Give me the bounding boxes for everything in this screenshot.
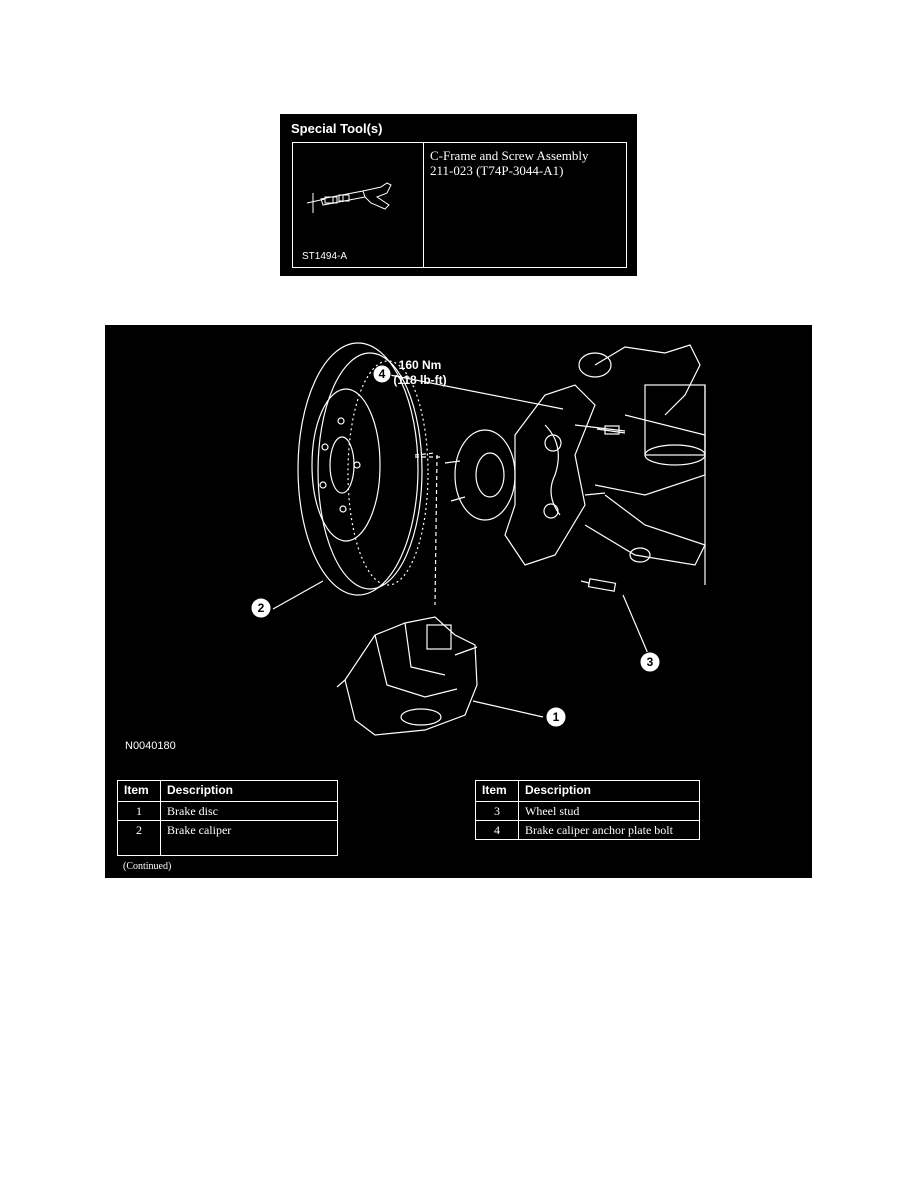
brake-disc-drawing [297, 342, 429, 596]
legend-item-description: Brake caliper anchor plate bolt [518, 820, 700, 840]
special-tool-panel: Special Tool(s) ST1494-A C-Frame and Scr… [280, 114, 637, 276]
svg-text:3: 3 [647, 655, 654, 669]
torque-metric: 160 Nm [399, 358, 442, 372]
legend-item-description: Wheel stud [518, 801, 700, 821]
table-row: 3 Wheel stud [475, 801, 700, 821]
legend-item-description: Brake caliper [160, 820, 338, 856]
legend-table-left: Item Description 1 Brake disc 2 Brake ca… [117, 780, 338, 856]
torque-imperial: (118 lb-ft) [393, 373, 446, 387]
anchor-plate-bolt-drawing [596, 425, 626, 435]
callout-2: 2 [250, 597, 272, 619]
figure-id: N0040180 [125, 740, 176, 752]
hub-knuckle-drawing [444, 344, 706, 585]
tool-column-divider [423, 143, 424, 267]
tool-number: 211-023 (T74P-3044-A1) [430, 163, 564, 178]
legend-item-number: 3 [475, 801, 519, 821]
legend-item-number: 4 [475, 820, 519, 840]
brake-assembly-figure: 4 160 Nm (118 lb-ft) 2 3 1 N0040180 Item… [105, 325, 812, 878]
callout-1: 1 [545, 706, 567, 728]
tool-description: C-Frame and Screw Assembly 211-023 (T74P… [430, 148, 620, 178]
brake-exploded-view: 4 160 Nm (118 lb-ft) 2 3 1 [250, 342, 706, 736]
legend-item-header: Item [475, 780, 519, 802]
tool-illustration-id: ST1494-A [302, 251, 348, 262]
table-row: 4 Brake caliper anchor plate bolt [475, 820, 700, 840]
c-frame-tool-icon [306, 182, 392, 213]
legend-description-header: Description [518, 780, 700, 802]
legend-item-header: Item [117, 780, 161, 802]
brake-caliper-drawing [336, 616, 478, 736]
table-row: 2 Brake caliper [117, 820, 338, 856]
table-row: 1 Brake disc [117, 801, 338, 821]
tool-name: C-Frame and Screw Assembly [430, 148, 589, 163]
legend-item-number: 2 [117, 820, 161, 856]
callout-3: 3 [639, 651, 661, 673]
legend-header-row: Item Description [475, 780, 700, 802]
svg-text:4: 4 [379, 367, 386, 381]
wheel-stud-drawing [580, 578, 617, 592]
legend-table-right: Item Description 3 Wheel stud 4 Brake ca… [475, 780, 700, 840]
legend-item-description: Brake disc [160, 801, 338, 821]
special-tool-title: Special Tool(s) [291, 121, 383, 136]
svg-text:1: 1 [553, 710, 560, 724]
special-tool-box: ST1494-A C-Frame and Screw Assembly 211-… [292, 142, 627, 268]
continued-note: (Continued) [123, 861, 172, 872]
svg-text:2: 2 [258, 601, 265, 615]
legend-header-row: Item Description [117, 780, 338, 802]
legend-description-header: Description [160, 780, 338, 802]
callout-4: 4 160 Nm (118 lb-ft) [372, 358, 447, 387]
legend-item-number: 1 [117, 801, 161, 821]
